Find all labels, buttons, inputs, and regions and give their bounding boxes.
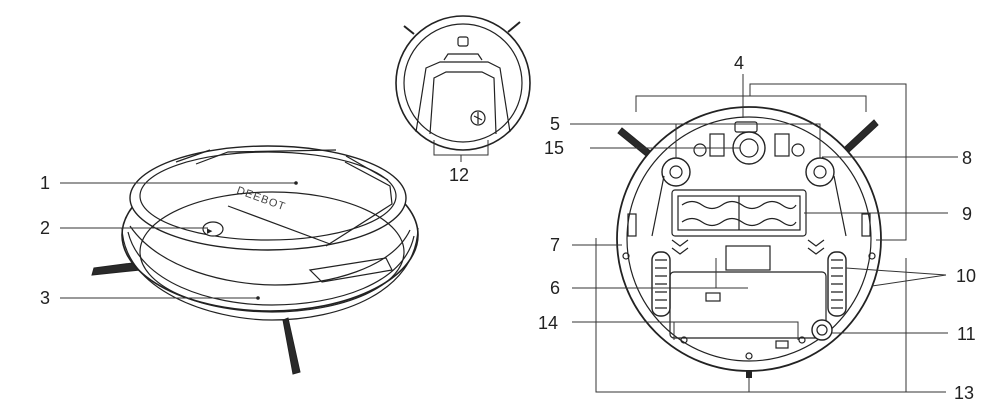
svg-text:10: 10 xyxy=(956,266,976,286)
svg-text:3: 3 xyxy=(40,288,50,308)
svg-text:9: 9 xyxy=(962,204,972,224)
small-robot-button xyxy=(457,36,469,47)
svg-text:11: 11 xyxy=(957,324,976,344)
battery-cover xyxy=(669,271,827,339)
bumper-edge xyxy=(129,225,411,286)
callout-3: 3 xyxy=(40,288,260,308)
clip-left xyxy=(627,213,637,237)
filter-fan-icon xyxy=(470,110,486,126)
callout-2: 2 xyxy=(40,218,208,238)
side-brush-hub-left xyxy=(661,157,691,187)
dust-bin-frame xyxy=(415,61,511,133)
lower-rim xyxy=(139,191,405,313)
robot-top-view: DEEBOT ▶ xyxy=(91,145,419,375)
power-switch xyxy=(775,340,789,349)
dust-bin-handle xyxy=(443,53,483,61)
wheel-chevron-left xyxy=(671,239,689,255)
brush-guard-left xyxy=(651,175,665,237)
side-brush-small-right xyxy=(507,21,521,33)
callout-8: 8 xyxy=(822,148,972,168)
cover-lid-line xyxy=(195,149,337,165)
svg-text:12: 12 xyxy=(449,165,469,185)
callout-14: 14 xyxy=(538,313,799,340)
dust-bin-inner xyxy=(429,71,497,135)
svg-text:13: 13 xyxy=(954,383,974,403)
cover-seam-right xyxy=(325,161,393,247)
svg-text:8: 8 xyxy=(962,148,972,168)
svg-text:4: 4 xyxy=(734,53,744,73)
charging-contact-right xyxy=(774,133,790,157)
wheel-chevron-right xyxy=(807,239,825,255)
cliff-sensor-left xyxy=(693,143,707,157)
battery-latch xyxy=(705,292,721,302)
callout-13: 13 xyxy=(595,238,974,403)
callout-4: 4 xyxy=(635,53,907,241)
cover-lid-edge xyxy=(227,205,331,245)
callout-9: 9 xyxy=(804,204,972,224)
robot-body-side xyxy=(121,227,419,321)
auto-button-icon: ▶ xyxy=(207,228,213,235)
robot-bottom-view xyxy=(616,106,882,378)
auto-button xyxy=(202,221,224,237)
callout-7: 7 xyxy=(550,235,622,255)
top-cover xyxy=(129,145,407,251)
callout-12: 12 xyxy=(433,140,489,185)
cover-seam-left xyxy=(175,149,211,163)
charging-contact-left xyxy=(709,133,725,157)
svg-text:2: 2 xyxy=(40,218,50,238)
small-robot-inner xyxy=(403,23,523,143)
svg-text:5: 5 xyxy=(550,114,560,134)
bumper-tab xyxy=(746,370,752,378)
svg-text:14: 14 xyxy=(538,313,558,333)
callout-15: 15 xyxy=(544,138,740,158)
callout-6: 6 xyxy=(550,258,748,298)
callout-10: 10 xyxy=(845,266,976,287)
side-brush-hub-right xyxy=(805,157,835,187)
robot-dock-view xyxy=(395,15,531,151)
bumper-band xyxy=(127,231,415,306)
side-brush-front xyxy=(282,317,301,375)
clip-right xyxy=(861,213,871,237)
brush-bristles-top xyxy=(681,200,797,210)
cover-seam-right-top xyxy=(345,155,389,181)
cliff-sensor-right xyxy=(791,143,805,157)
callout-5: 5 xyxy=(550,114,821,158)
brush-guard-right xyxy=(833,175,847,237)
svg-text:6: 6 xyxy=(550,278,560,298)
label-plate xyxy=(725,245,771,271)
svg-text:15: 15 xyxy=(544,138,564,158)
callout-11: 11 xyxy=(832,324,976,344)
svg-text:1: 1 xyxy=(40,173,50,193)
brush-bristles-bottom xyxy=(681,217,797,227)
callout-1: 1 xyxy=(40,173,298,193)
side-brush-small-left xyxy=(403,25,415,35)
dc-jack xyxy=(811,319,833,341)
front-sensor-window xyxy=(308,257,393,283)
top-cover-inner xyxy=(139,151,397,241)
bottom-inner xyxy=(626,116,872,362)
small-robot-outer xyxy=(395,15,531,151)
svg-text:7: 7 xyxy=(550,235,560,255)
